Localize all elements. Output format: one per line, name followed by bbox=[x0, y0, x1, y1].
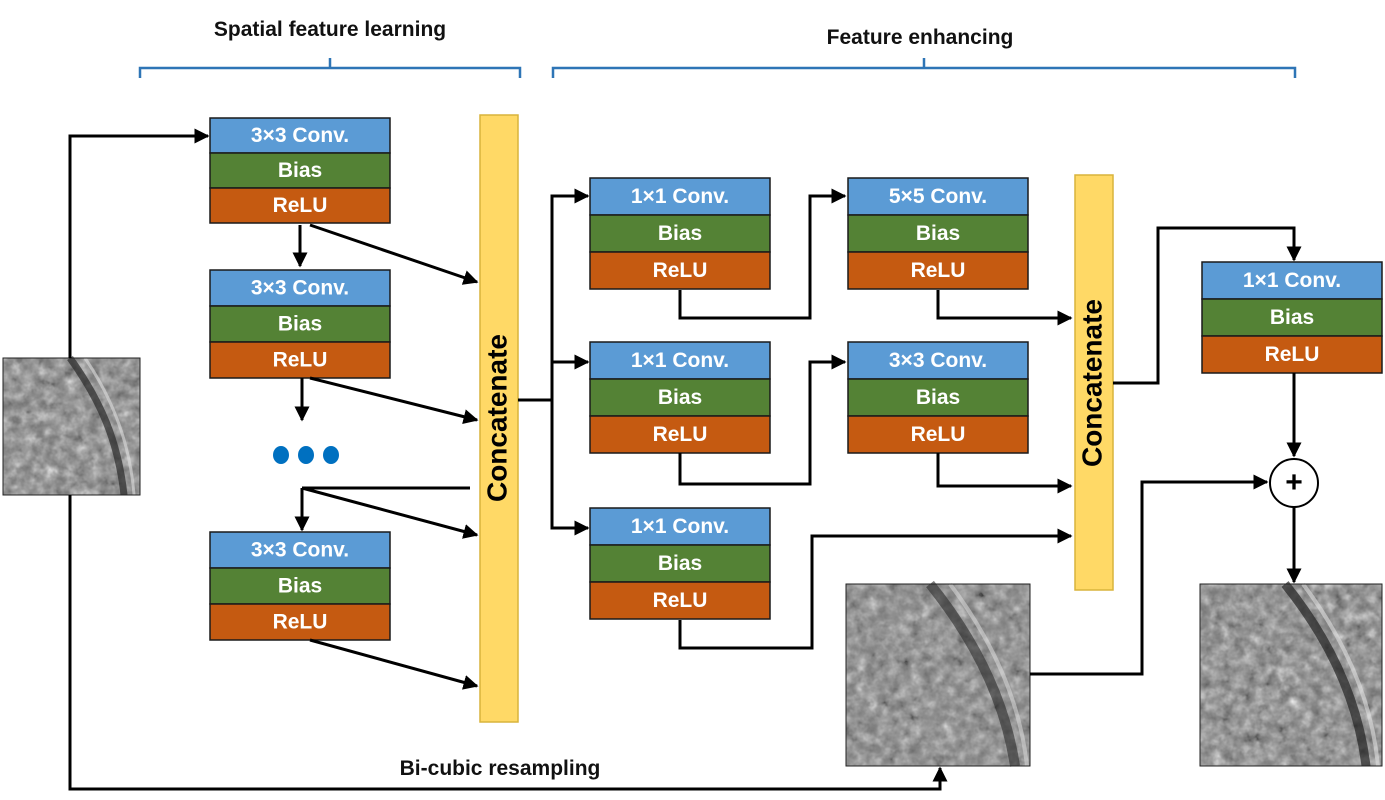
input-image bbox=[2, 355, 141, 496]
branch-bot-1x1-conv-cell bbox=[589, 507, 771, 546]
final-1x1-relu-label: ReLU bbox=[1265, 343, 1320, 366]
spatial-block-2-relu-label: ReLU bbox=[273, 349, 328, 372]
arrow-block3-to-concat bbox=[309, 638, 479, 690]
brace-enhancing bbox=[551, 58, 1297, 78]
arrow-1x1-to-3x3 bbox=[678, 354, 847, 486]
spatial-block-3-conv-cell bbox=[209, 531, 391, 569]
concatenate-label-2: Concatenate bbox=[1076, 299, 1107, 467]
arrow-dots-line-to-concat bbox=[301, 486, 479, 539]
resampling-label: Bi-cubic resampling bbox=[400, 757, 601, 780]
arrow-dots-to-block3 bbox=[302, 486, 470, 530]
spatial-block-3-relu-label: ReLU bbox=[273, 611, 328, 634]
arrow-1x1-to-5x5 bbox=[678, 188, 847, 320]
branch-bot-1x1-relu-cell bbox=[589, 581, 771, 620]
arrow-to-branch-bot bbox=[550, 400, 590, 536]
brace-spatial bbox=[138, 58, 522, 78]
spatial-block-1-bias-cell bbox=[209, 152, 391, 189]
concatenate-label-1: Concatenate bbox=[481, 334, 512, 502]
branch-mid-1x1-bias-label: Bias bbox=[658, 386, 702, 409]
sum-symbol: + bbox=[1285, 466, 1303, 499]
arrow-to-branch-top bbox=[550, 188, 590, 400]
spatial-block-2-conv-cell bbox=[209, 269, 391, 307]
branch-bot-1x1-conv-label: 1×1 Conv. bbox=[631, 515, 729, 538]
final-1x1-relu-cell bbox=[1201, 335, 1383, 374]
arrow-input-to-conv1 bbox=[68, 128, 210, 358]
branch-top-1x1-conv-cell bbox=[589, 177, 771, 216]
arrow-block2-to-concat bbox=[309, 376, 479, 424]
connections bbox=[68, 128, 1302, 791]
branch-top-1x1-bias-label: Bias bbox=[658, 222, 702, 245]
branch-mid-3x3-bias-cell bbox=[847, 378, 1029, 417]
branch-top-5x5-conv-label: 5×5 Conv. bbox=[889, 185, 987, 208]
branch-top-1x1-relu-cell bbox=[589, 251, 771, 290]
section-title-spatial: Spatial feature learning bbox=[214, 18, 446, 41]
arrow-bicubic-to-sum bbox=[1030, 474, 1269, 676]
branch-bot-1x1-bias-label: Bias bbox=[658, 552, 702, 575]
branch-mid-1x1-conv-label: 1×1 Conv. bbox=[631, 349, 729, 372]
ellipsis-dots bbox=[273, 446, 339, 464]
final-1x1-bias-label: Bias bbox=[1270, 306, 1314, 329]
spatial-block-2-relu-cell bbox=[209, 341, 391, 379]
output-image bbox=[1199, 581, 1383, 767]
concatenate-bar-2: Concatenate bbox=[1074, 174, 1114, 591]
arrow-3x3-to-concat2 bbox=[936, 453, 1073, 494]
spatial-block-1-relu-cell bbox=[209, 187, 391, 224]
spatial-block-3-bias-label: Bias bbox=[278, 575, 322, 598]
spatial-block-1-conv-label: 3×3 Conv. bbox=[251, 124, 349, 147]
arrow-5x5-to-concat2 bbox=[936, 290, 1073, 326]
branch-top-5x5-bias-label: Bias bbox=[916, 222, 960, 245]
branch-top-1x1-relu-label: ReLU bbox=[653, 259, 708, 282]
branch-bot-1x1-bias-cell bbox=[589, 544, 771, 583]
branch-top-5x5-conv-cell bbox=[847, 177, 1029, 216]
final-1x1-conv-label: 1×1 Conv. bbox=[1243, 269, 1341, 292]
spatial-block-2-bias-label: Bias bbox=[278, 313, 322, 336]
spatial-block-1-relu-label: ReLU bbox=[273, 194, 328, 217]
arrow-input-to-bicubic bbox=[68, 495, 948, 791]
branch-top-5x5-relu-cell bbox=[847, 251, 1029, 290]
branch-top-5x5-bias-cell bbox=[847, 214, 1029, 253]
final-1x1-conv-cell bbox=[1201, 261, 1383, 300]
spatial-block-3-conv-label: 3×3 Conv. bbox=[251, 539, 349, 562]
arrow-concat2-to-final-conv bbox=[1113, 226, 1302, 385]
branch-mid-3x3-relu-label: ReLU bbox=[911, 423, 966, 446]
spatial-block-1-bias-label: Bias bbox=[278, 159, 322, 182]
final-1x1-bias-cell bbox=[1201, 298, 1383, 337]
sum-node: + bbox=[1269, 458, 1319, 508]
branch-top-5x5-relu-label: ReLU bbox=[911, 259, 966, 282]
concatenate-bar-1: Concatenate bbox=[479, 114, 519, 723]
branch-mid-3x3-bias-label: Bias bbox=[916, 386, 960, 409]
branch-mid-3x3-relu-cell bbox=[847, 415, 1029, 454]
bicubic-image bbox=[845, 580, 1031, 767]
branch-mid-1x1-bias-cell bbox=[589, 378, 771, 417]
branch-mid-3x3-conv-cell bbox=[847, 341, 1029, 380]
arrow-block1-to-concat bbox=[309, 223, 479, 285]
branch-mid-1x1-relu-label: ReLU bbox=[653, 423, 708, 446]
branch-mid-3x3-conv-label: 3×3 Conv. bbox=[889, 349, 987, 372]
branch-top-1x1-conv-label: 1×1 Conv. bbox=[631, 185, 729, 208]
arrow-branch-bot-to-concat2 bbox=[678, 528, 1073, 650]
section-title-enhancing: Feature enhancing bbox=[827, 26, 1014, 49]
branch-bot-1x1-relu-label: ReLU bbox=[653, 589, 708, 612]
spatial-block-3-bias-cell bbox=[209, 567, 391, 605]
spatial-block-2-conv-label: 3×3 Conv. bbox=[251, 277, 349, 300]
spatial-block-3-relu-cell bbox=[209, 603, 391, 641]
branch-mid-1x1-conv-cell bbox=[589, 341, 771, 380]
branch-top-1x1-bias-cell bbox=[589, 214, 771, 253]
